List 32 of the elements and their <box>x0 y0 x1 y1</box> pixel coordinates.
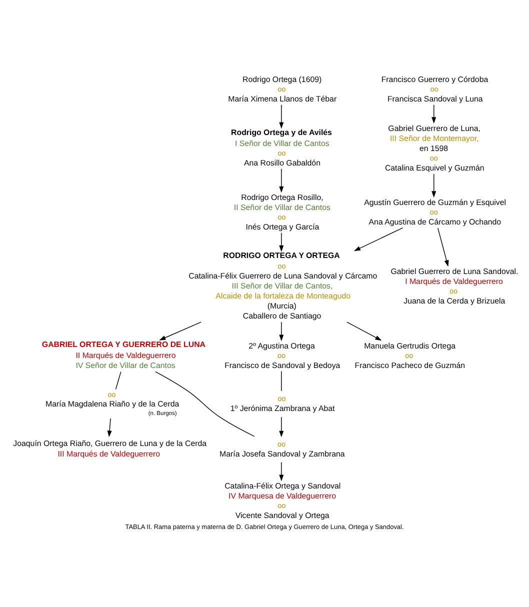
node-text: Joaquín Ortega Riaño, Guerrero de Luna y de la Cerda III Marqués de Valdeguerrero <box>13 438 207 458</box>
node-text: Rodrigo Ortega y de Avilés I Señor de Villar de Cantos oo Ana Rosillo Gabaldón <box>231 128 332 167</box>
connector <box>155 370 255 436</box>
node-text: Agustín Guerrero de Guzmán y Esquivel oo Ana Agustina de Cárcamo y Ochando <box>364 197 506 226</box>
arrow <box>107 418 112 437</box>
arrow <box>279 232 284 252</box>
arrow <box>159 321 202 340</box>
node-text: oo María Magdalena Riaño y de la Cerda <box>46 389 180 408</box>
connector <box>281 370 282 391</box>
arrow <box>279 461 284 481</box>
arrow <box>432 104 436 124</box>
arrow <box>279 168 284 192</box>
node-text: Rodrigo Ortega Rosillo, II Señor de Villar de Cantos oo Inés Ortega y García <box>234 192 330 231</box>
node-text: 2º Agustina Ortega oo Francisco de Sandoval y Bedoya <box>224 340 340 370</box>
arrow <box>354 226 404 251</box>
node-text: oo María Josefa Sandoval y Zambrana <box>220 438 345 458</box>
node-text: Catalina-Félix Ortega y Sandoval IV Marquesa de Valdeguerrero oo Vicente Sandoval y Ortega <box>224 480 341 520</box>
node-text: oo 1º Jerónima Zambrana y Abat <box>230 394 335 413</box>
node-text: Francisco Guerrero y Córdoba oo Francisca Sandoval y Luna <box>381 74 488 103</box>
arrow <box>432 173 436 198</box>
arrow <box>279 321 284 341</box>
arrow <box>346 321 382 340</box>
node-text: Gabriel Guerrero de Luna, III Señor de Montemayor, en 1598 oo Catalina Esquivel y Guzmán <box>384 123 484 172</box>
arrow <box>438 227 449 266</box>
connector <box>115 370 122 390</box>
node-text: GABRIEL ORTEGA Y GUERRERO DE LUNA II Marqués de Valdeguerrero IV Señor de Villar de Cantos <box>42 340 206 370</box>
node-text: Rodrigo Ortega (1609) oo María Ximena Llanos de Tébar <box>228 74 337 103</box>
node-text: Gabriel Guerrero de Luna Sandoval. I Marqués de Valdeguerrero oo Juana de la Cerda y Brizuela <box>390 266 518 305</box>
arrow <box>279 104 284 128</box>
node-text: Manuela Gertrudis Ortega oo Francisco Pacheco de Guzmán <box>354 340 466 370</box>
arrow <box>279 416 284 437</box>
node-text: RODRIGO ORTEGA Y ORTEGA oo Catalina-Félix Guerrero de Luna Sandoval y Cárcamo III Señor de Villar de Cantos, Alcaide de la fortaleza de Monteagudo (Murcia) Caballero de Santiago <box>188 250 378 320</box>
